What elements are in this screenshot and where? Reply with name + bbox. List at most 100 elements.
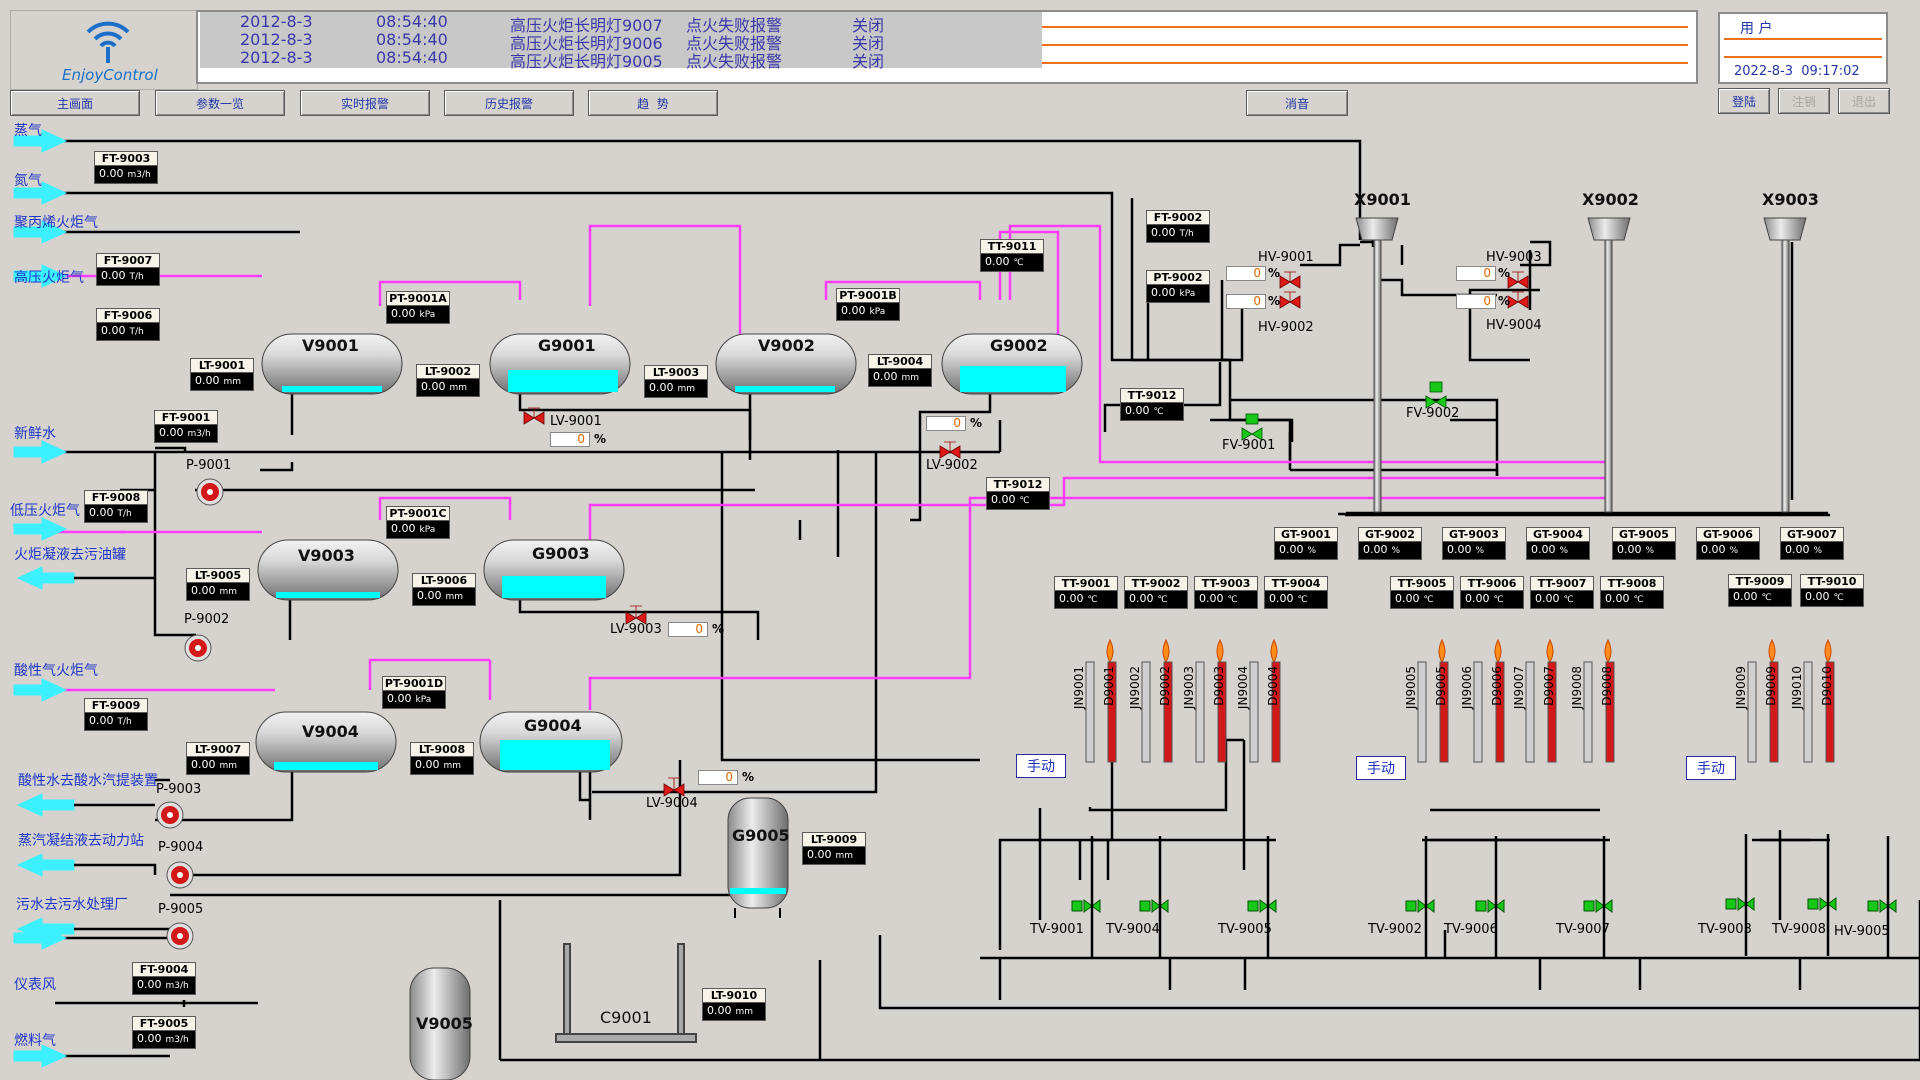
tag-name: TT-9006 — [1460, 576, 1524, 591]
tag-unit: T/h — [129, 327, 144, 337]
tag-unit: mm — [735, 1007, 754, 1017]
valve-pct[interactable]: 0 — [1226, 266, 1266, 281]
valve-pct[interactable]: 0 — [550, 432, 590, 447]
valve-pct[interactable]: 0 — [698, 770, 738, 785]
tag-name: TT-9004 — [1264, 576, 1328, 591]
main-screen-button[interactable]: 主画面 — [10, 90, 140, 116]
manual-button[interactable]: 手动 — [1016, 754, 1066, 778]
user-label: 用 户 — [1740, 21, 1773, 37]
exit-button[interactable]: 退出 — [1838, 88, 1890, 114]
user-panel: 用 户 2022-8-3 09:17:02 — [1718, 12, 1888, 84]
valve-HV9001-icon — [1279, 271, 1301, 289]
tag-value: 0.00 — [159, 426, 184, 439]
valve-pct[interactable]: 0 — [668, 622, 708, 637]
tag-value: 0.00 — [89, 714, 114, 727]
logo-text: EnjoyControl — [62, 66, 158, 84]
vessel-name: V9002 — [758, 336, 815, 355]
tag-value-box: 0.00% — [1442, 542, 1506, 560]
valve-pct[interactable]: 0 — [926, 416, 966, 431]
tag-value: 0.00 — [417, 589, 442, 602]
burner-rod — [1249, 661, 1259, 763]
valve-pct[interactable]: 0 — [1456, 266, 1496, 281]
tag-unit: mm — [223, 377, 242, 387]
tag-value: 0.00 — [1605, 592, 1630, 605]
vessel-V9001 — [261, 333, 403, 395]
valve-pct[interactable]: 0 — [1226, 294, 1266, 309]
mute-button[interactable]: 消音 — [1246, 90, 1348, 116]
alarm-state: 关闭 — [852, 52, 885, 71]
tag-value-box: 0.00℃ — [980, 254, 1044, 272]
param-list-button[interactable]: 参数一览 — [155, 90, 285, 116]
flame-icon — [1270, 638, 1278, 663]
history-alarm-button[interactable]: 历史报警 — [444, 90, 574, 116]
tag-value: 0.00 — [1199, 592, 1224, 605]
tag-value: 0.00 — [1785, 543, 1810, 556]
tag-value: 0.00 — [391, 522, 416, 535]
burner-label: JN9006 — [1460, 666, 1474, 710]
logout-button[interactable]: 注销 — [1778, 88, 1830, 114]
tag-unit: % — [1729, 546, 1739, 556]
realtime-alarm-button[interactable]: 实时报警 — [300, 90, 430, 116]
tag-name: FT-9005 — [132, 1016, 196, 1031]
valve-pct[interactable]: 0 — [1456, 294, 1496, 309]
valve-label: LV-9001 — [550, 414, 602, 429]
wifi-logo-icon — [86, 21, 130, 63]
trend-button[interactable]: 趋 势 — [588, 90, 718, 116]
login-button[interactable]: 登陆 — [1718, 88, 1770, 114]
tag-name: LT-9007 — [186, 742, 250, 757]
pct-unit: % — [742, 770, 755, 784]
tag-value-box: 0.00% — [1696, 542, 1760, 560]
manual-button[interactable]: 手动 — [1356, 756, 1406, 780]
manual-button[interactable]: 手动 — [1686, 756, 1736, 780]
tag-name: GT-9005 — [1612, 527, 1676, 542]
stack-X9002 — [1587, 217, 1631, 241]
stream-polypropylene: 聚丙烯火炬气 — [14, 215, 98, 231]
